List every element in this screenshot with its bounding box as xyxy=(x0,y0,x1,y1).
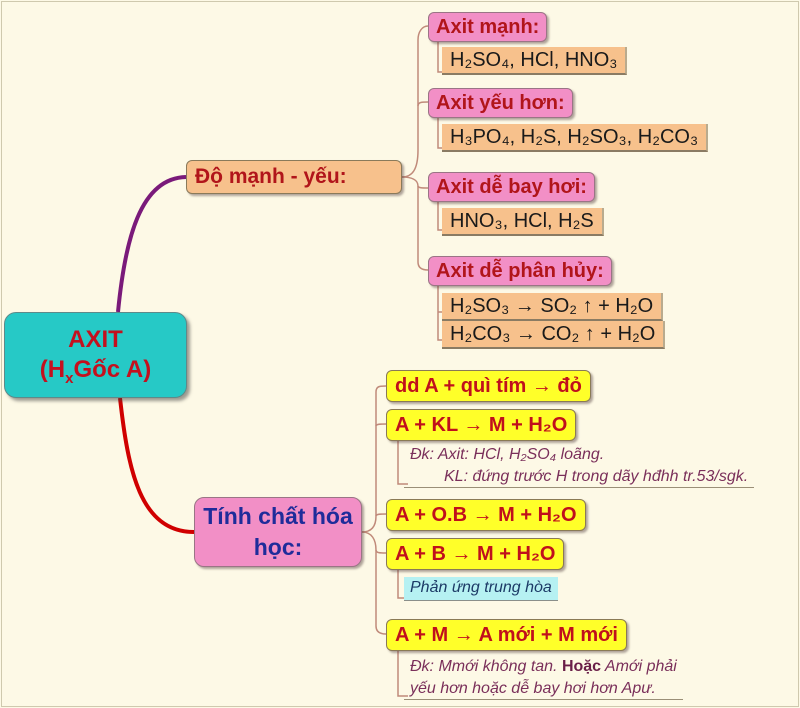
reaction-litmus[interactable]: dd A + quì tím → đỏ xyxy=(386,370,591,402)
root-title: AXIT xyxy=(68,326,123,353)
reaction-base[interactable]: A + B → M + H₂O xyxy=(386,538,565,570)
group-weaker-acid[interactable]: Axit yếu hơn: xyxy=(428,88,573,118)
neutralization-note: Phản ứng trung hòa xyxy=(404,577,558,601)
volatile-acid-list: HNO₃, HCl, H₂S xyxy=(442,208,604,236)
salt-condition-note: Đk: Mmới không tan. Hoặc Amới phải yếu h… xyxy=(404,656,683,700)
branch-strength[interactable]: Độ mạnh - yếu: xyxy=(186,160,402,194)
group-volatile-acid[interactable]: Axit dễ bay hơi: xyxy=(428,172,595,202)
link-root-properties xyxy=(118,397,195,534)
strong-acid-list: H₂SO₄, HCl, HNO₃ xyxy=(442,47,628,75)
root-node-axit[interactable]: AXIT (HxGốc A) xyxy=(4,312,187,398)
group-decomposing-acid[interactable]: Axit dễ phân hủy: xyxy=(428,256,612,286)
weaker-acid-list: H₃PO₄, H₂S, H₂SO₃, H₂CO₃ xyxy=(442,124,709,152)
reaction-basic-oxide[interactable]: A + O.B → M + H₂O xyxy=(386,499,586,531)
reaction-metal[interactable]: A + KL → M + H₂O xyxy=(386,409,577,441)
metal-condition-note: Đk: Axit: HCl, H₂SO₄ loãng. KL: đứng trư… xyxy=(404,444,755,488)
link-root-strength xyxy=(116,175,187,313)
branch-chemical-properties[interactable]: Tính chất hóa học: xyxy=(194,497,362,567)
links-properties xyxy=(361,385,408,697)
decomposition-reaction-2: H₂CO₃ → CO₂ ↑ + H₂O xyxy=(442,321,666,349)
group-strong-acid[interactable]: Axit mạnh: xyxy=(428,12,548,42)
reaction-salt[interactable]: A + M → A mới + M mới xyxy=(386,619,627,651)
decomposition-reaction-1: H₂SO₃ → SO₂ ↑ + H₂O xyxy=(442,293,664,321)
root-formula: (HxGốc A) xyxy=(39,356,152,387)
